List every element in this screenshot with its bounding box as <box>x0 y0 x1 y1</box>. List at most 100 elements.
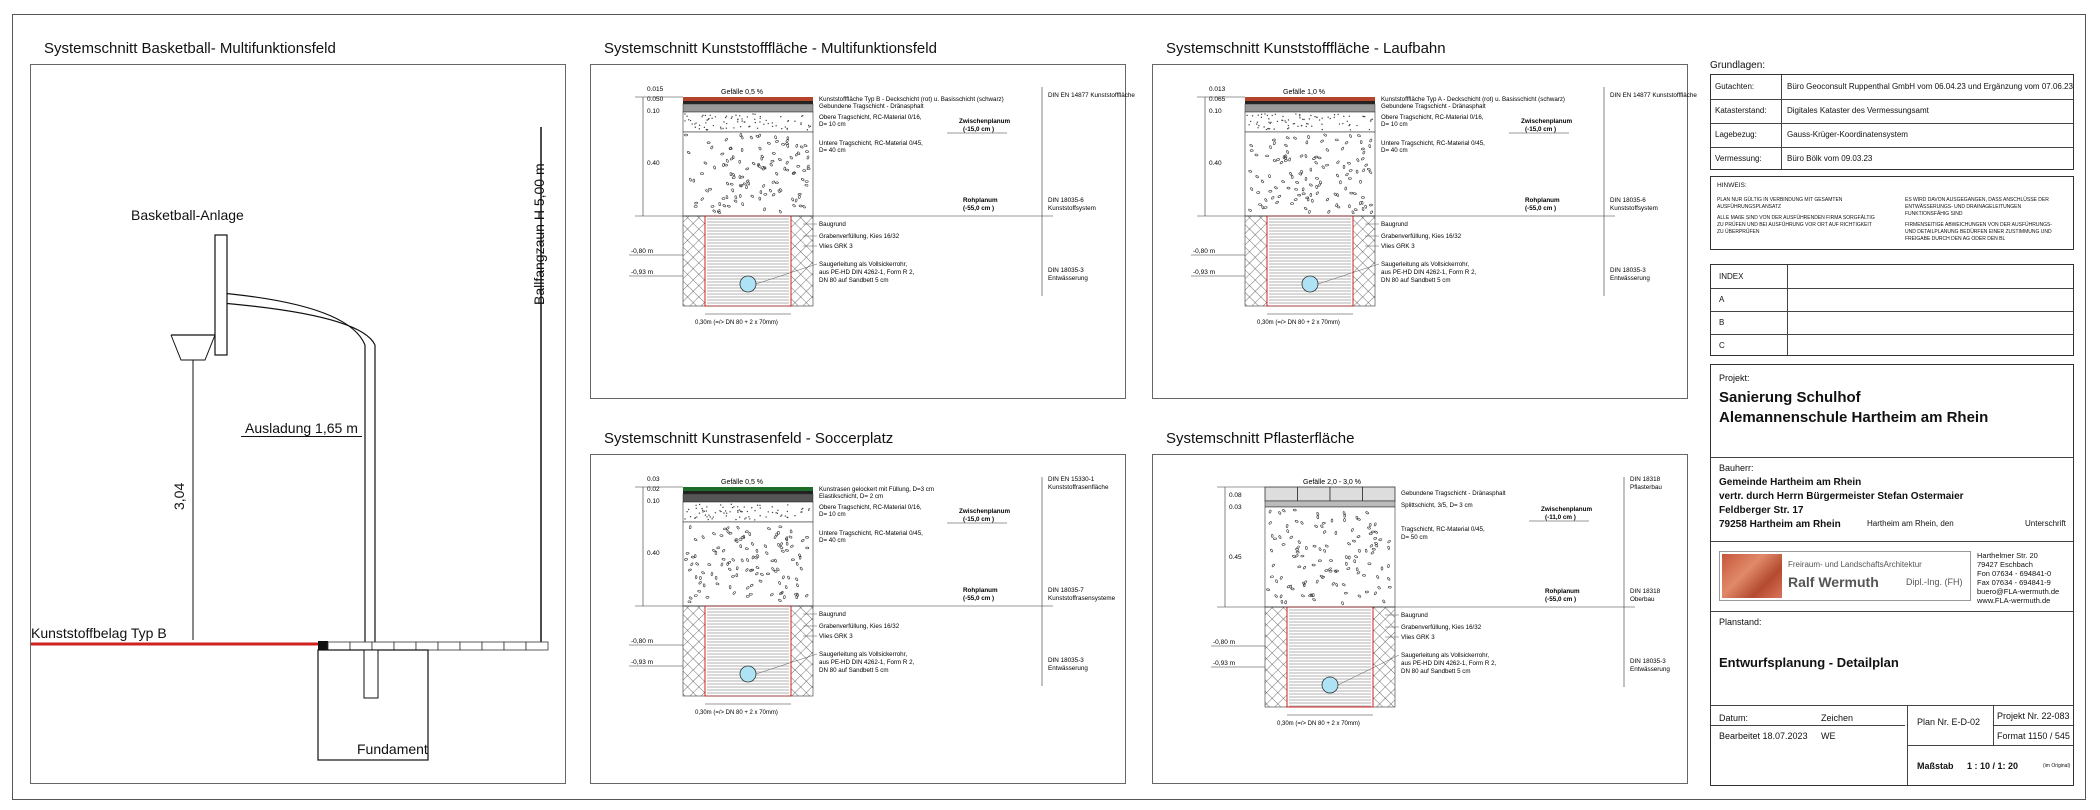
gravel-dot <box>737 510 739 512</box>
gravel-stone <box>1368 144 1371 149</box>
gravel-stone <box>778 209 782 214</box>
drawing-frame <box>12 14 2086 800</box>
gravel-stone <box>754 556 758 560</box>
format: Format 1150 / 545 <box>1997 731 2070 741</box>
basket-panel: Basketball-Anlage Ballfangzaun H 5,00 m … <box>30 64 566 784</box>
gravel-stone <box>1254 153 1259 157</box>
gravel-dot <box>786 510 789 513</box>
gravel-stone <box>796 583 799 588</box>
gravel-stone <box>1321 521 1326 525</box>
gravel-stone <box>798 553 802 558</box>
unterschrift: Unterschrift <box>2025 519 2066 528</box>
gravel-stone <box>1362 168 1366 173</box>
gravel-stone <box>1369 544 1374 548</box>
untere-tragschicht <box>682 521 814 607</box>
gravel-stone <box>1316 512 1320 516</box>
layer-label: D= 40 cm <box>1381 147 1408 154</box>
gravel-stone <box>1330 518 1334 523</box>
gravel-stone <box>1361 157 1365 161</box>
gravel-dot <box>754 118 756 121</box>
gravel-stone <box>1258 203 1262 206</box>
gravel-dot <box>731 506 734 509</box>
surface-layer <box>683 97 813 101</box>
gravel-stone <box>1387 564 1390 568</box>
address-line: Fon 07634 - 694841-0 <box>1977 569 2052 578</box>
gravel-stone <box>1328 570 1333 573</box>
gravel-stone <box>1320 524 1324 529</box>
gravel-stone <box>1355 515 1359 520</box>
gravel-stone <box>726 181 729 186</box>
gravel-stone <box>728 567 732 571</box>
grundlagen-value: Büro Bölk vom 09.03.23 <box>1787 154 1873 163</box>
gravel-stone <box>1284 143 1288 147</box>
gravel-stone <box>1328 567 1332 571</box>
gravel-dot <box>1349 123 1351 126</box>
gravel-dot <box>724 116 727 119</box>
gravel-stone <box>775 532 778 537</box>
gravel-stone <box>1273 537 1277 540</box>
gravel-dot <box>694 517 696 519</box>
gravel-stone <box>740 135 744 140</box>
gravel-stone <box>1324 544 1329 548</box>
gravel-stone <box>1354 555 1358 559</box>
layer-label: D= 10 cm <box>819 511 846 518</box>
gravel-dot <box>698 124 701 127</box>
gravel-stone <box>1344 186 1347 191</box>
gravel-stone <box>1345 172 1349 177</box>
gravel-dot <box>1305 125 1307 128</box>
gravel-stone <box>763 165 767 170</box>
gravel-dot <box>694 126 697 128</box>
width-label: 0,30m (=/> DN 80 + 2 x 70mm) <box>695 320 778 326</box>
din-label: DIN 18035-7 <box>1048 587 1084 594</box>
gravel-dot <box>771 125 774 128</box>
din-label: DIN 18035-3 <box>1048 267 1084 274</box>
lower-label: DN 80 auf Sandbett 5 cm <box>819 277 888 284</box>
planum-value: (-55,0 cm ) <box>1545 596 1576 603</box>
gravel-dot <box>1282 115 1284 118</box>
hinweis-line: ZU ÜBERPRÜFEN <box>1717 229 1760 235</box>
gravel-stone <box>789 529 793 534</box>
gravel-stone <box>1355 169 1359 174</box>
gravel-stone <box>1347 177 1352 180</box>
din-label: Entwässerung <box>1630 666 1670 673</box>
gravel-stone <box>1345 561 1348 566</box>
gravel-dot <box>1256 123 1258 125</box>
gravel-dot <box>1333 116 1335 119</box>
gravel-stone <box>778 158 782 161</box>
hinweis-title: HINWEIS: <box>1717 182 1747 189</box>
paving-stone <box>1264 486 1298 502</box>
gravel-stone <box>728 585 732 590</box>
gravel-stone <box>1270 548 1274 553</box>
gravel-stone <box>755 572 759 576</box>
gravel-stone <box>1364 204 1367 209</box>
gravel-stone <box>738 159 741 164</box>
gravel-stone <box>685 552 690 555</box>
gravel-stone <box>1264 198 1268 202</box>
gravel-dot <box>1269 122 1271 125</box>
gravel-stone <box>1341 146 1344 151</box>
gravel-stone <box>771 180 776 184</box>
dim-value: 0.03 <box>1229 504 1242 511</box>
gravel-stone <box>1283 159 1288 162</box>
gravel-stone <box>1250 187 1254 191</box>
gravel-dot <box>735 114 737 116</box>
basket-arm-inner <box>220 302 376 346</box>
gravel-dot <box>737 511 739 513</box>
planum-label: Rohplanum <box>963 197 998 204</box>
gravel-stone <box>689 525 692 530</box>
gravel-stone <box>1344 141 1349 145</box>
gravel-dot <box>689 119 692 122</box>
gravel-dot <box>719 510 721 512</box>
gravel-dot <box>725 127 728 129</box>
gravel-stone <box>1367 167 1371 171</box>
gravel-dot <box>746 510 749 513</box>
gravel-dot <box>751 507 753 509</box>
gravel-stone <box>1279 576 1283 580</box>
gravel-dot <box>744 121 746 123</box>
gravel-stone <box>1347 161 1351 165</box>
gravel-stone <box>722 163 725 167</box>
gravel-stone <box>1342 583 1346 587</box>
gravel-stone <box>1352 192 1357 195</box>
gravel-stone <box>1351 528 1354 532</box>
